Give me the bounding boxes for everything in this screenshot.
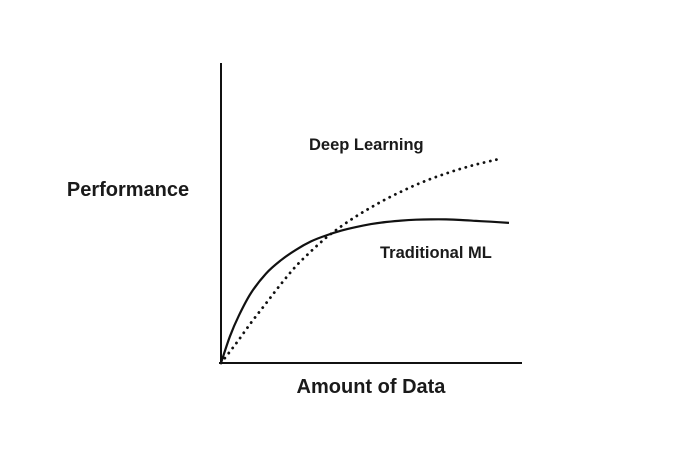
deep-learning-curve: [219, 158, 499, 365]
y-axis-label: Performance: [66, 179, 190, 201]
x-axis-label: Amount of Data: [296, 376, 446, 398]
traditional-ml-label: Traditional ML: [380, 244, 492, 262]
deep-learning-label: Deep Learning: [309, 136, 424, 154]
traditional-ml-curve: [219, 218, 510, 364]
